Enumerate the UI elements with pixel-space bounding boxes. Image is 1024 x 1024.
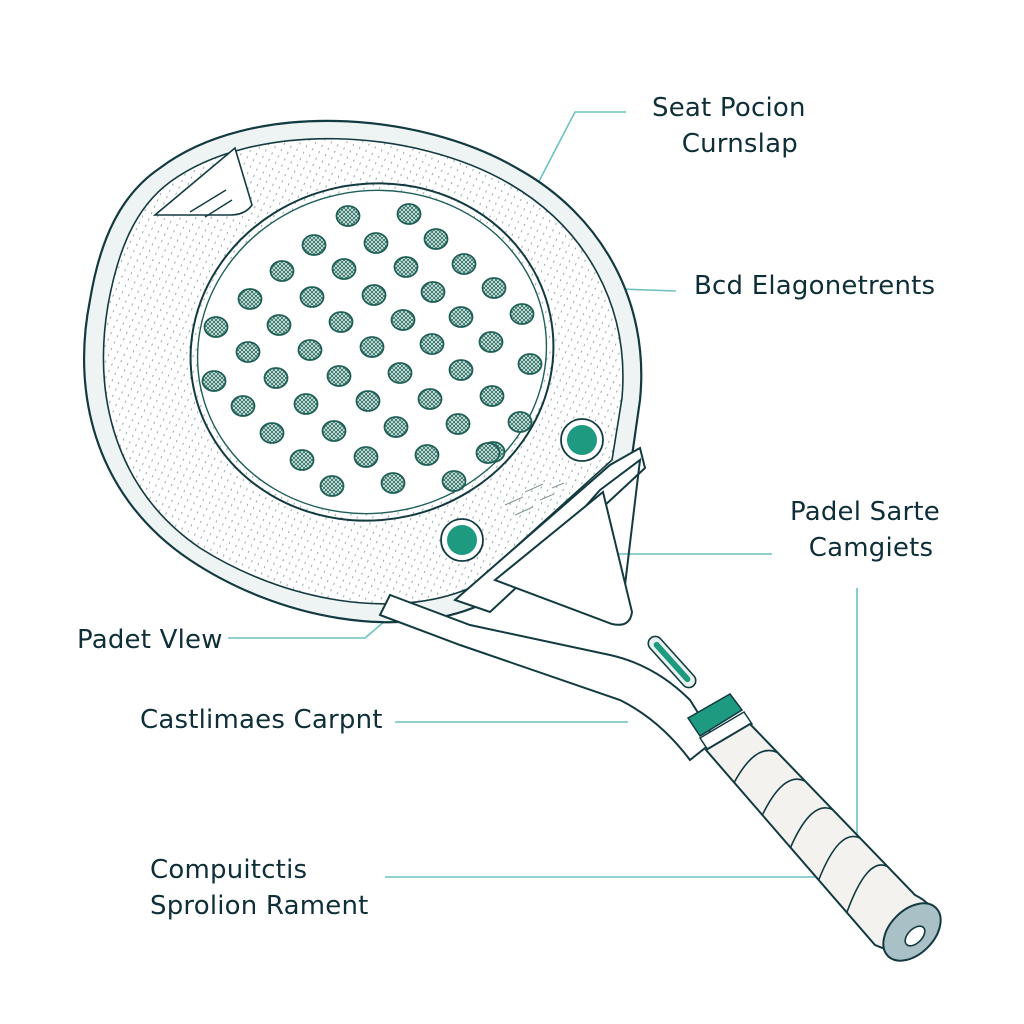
face-hole [203, 316, 229, 338]
face-hole [507, 411, 533, 433]
face-hole [266, 314, 292, 336]
face-hole [475, 442, 501, 464]
leader-lines [228, 111, 858, 878]
face-hole [289, 449, 315, 471]
face-hole [359, 336, 385, 358]
grip-wrap-line [761, 778, 806, 816]
label-line: Padel Sarte [790, 497, 940, 527]
face-hole [230, 395, 256, 417]
label-line: Sprolion Rament [150, 891, 369, 921]
label-line: Compuitctis [150, 855, 308, 885]
face-hole [235, 341, 261, 363]
grip-collar [686, 693, 754, 752]
label-bcd-elagonetrents: Bcd Elagonetrents [694, 268, 935, 304]
face-hole [328, 311, 354, 333]
grip-wrap-line [789, 807, 833, 848]
face-hole [353, 446, 379, 468]
face-hole [417, 388, 443, 410]
frame-corner-patch [152, 146, 253, 216]
face-hole [445, 413, 471, 435]
throat-texture [504, 482, 565, 516]
face-hole [201, 370, 227, 392]
face-hole [396, 203, 422, 225]
grip-wrap-line [817, 835, 861, 881]
handle-shaft [378, 593, 717, 762]
throat-triangle [493, 490, 634, 626]
patch-marks [189, 189, 233, 218]
face-hole [319, 475, 345, 497]
face-hole [481, 277, 507, 299]
face-hole [297, 339, 323, 361]
accent-dot [567, 425, 597, 455]
label-line: Bcd Elagonetrents [694, 271, 936, 301]
face-hole [293, 393, 319, 415]
label-seat-pocion: Seat Pocion Curnslap [652, 90, 806, 162]
face-hole [441, 470, 467, 492]
accent-dots [440, 418, 604, 562]
racket-head [83, 119, 643, 624]
face-hole [451, 253, 477, 275]
face-hole [509, 303, 535, 325]
label-line: Curnslap [681, 129, 798, 159]
grip-wrap-lines [733, 749, 888, 913]
face-hole [390, 309, 416, 331]
face-hole [263, 367, 289, 389]
face-hole [301, 234, 327, 256]
face-holes [201, 203, 543, 497]
face-hole [448, 306, 474, 328]
face-hole [420, 281, 446, 303]
face-hole [321, 420, 347, 442]
handle-slot [647, 635, 697, 689]
face-hole [448, 359, 474, 381]
face-hole [331, 258, 357, 280]
face-hole [237, 288, 263, 310]
face-hole [479, 385, 505, 407]
face-hole [393, 256, 419, 278]
label-compuitctis: Compuitctis Sprolion Rament [150, 852, 369, 924]
face-hole [361, 284, 387, 306]
grip-wrap-line [846, 864, 888, 913]
label-line: Castlimaes Carpnt [140, 705, 383, 735]
butt-cap-hole [904, 925, 926, 947]
throat-left-arm [453, 446, 647, 614]
face-hole [380, 472, 406, 494]
leader-line-seat-pocion [522, 111, 626, 213]
face-hole [299, 286, 325, 308]
label-line: Padet Vlew [77, 625, 223, 655]
face-hole [335, 205, 361, 227]
face-hole [383, 416, 409, 438]
face-hole [363, 232, 389, 254]
label-line: Camgiets [808, 533, 934, 563]
accent-dot [447, 525, 477, 555]
label-castlimaes-carpnt: Castlimaes Carpnt [140, 702, 383, 738]
face-hole [269, 260, 295, 282]
racket-throat [378, 446, 717, 762]
face-hole [259, 422, 285, 444]
face-hole [419, 333, 445, 355]
grip-wrap-line [733, 749, 778, 783]
label-padel-sarte: Padel Sarte Camgiets [790, 494, 940, 566]
face-hole [414, 444, 440, 466]
label-line: Seat Pocion [652, 93, 806, 123]
hitting-face-ring [189, 182, 555, 522]
face-hole [326, 365, 352, 387]
grip [704, 722, 942, 962]
label-padet-vlew: Padet Vlew [77, 622, 223, 658]
face-hole [517, 353, 543, 375]
face-hole [387, 362, 413, 384]
face-hole [423, 228, 449, 250]
face-hole [478, 331, 504, 353]
face-hole [355, 390, 381, 412]
